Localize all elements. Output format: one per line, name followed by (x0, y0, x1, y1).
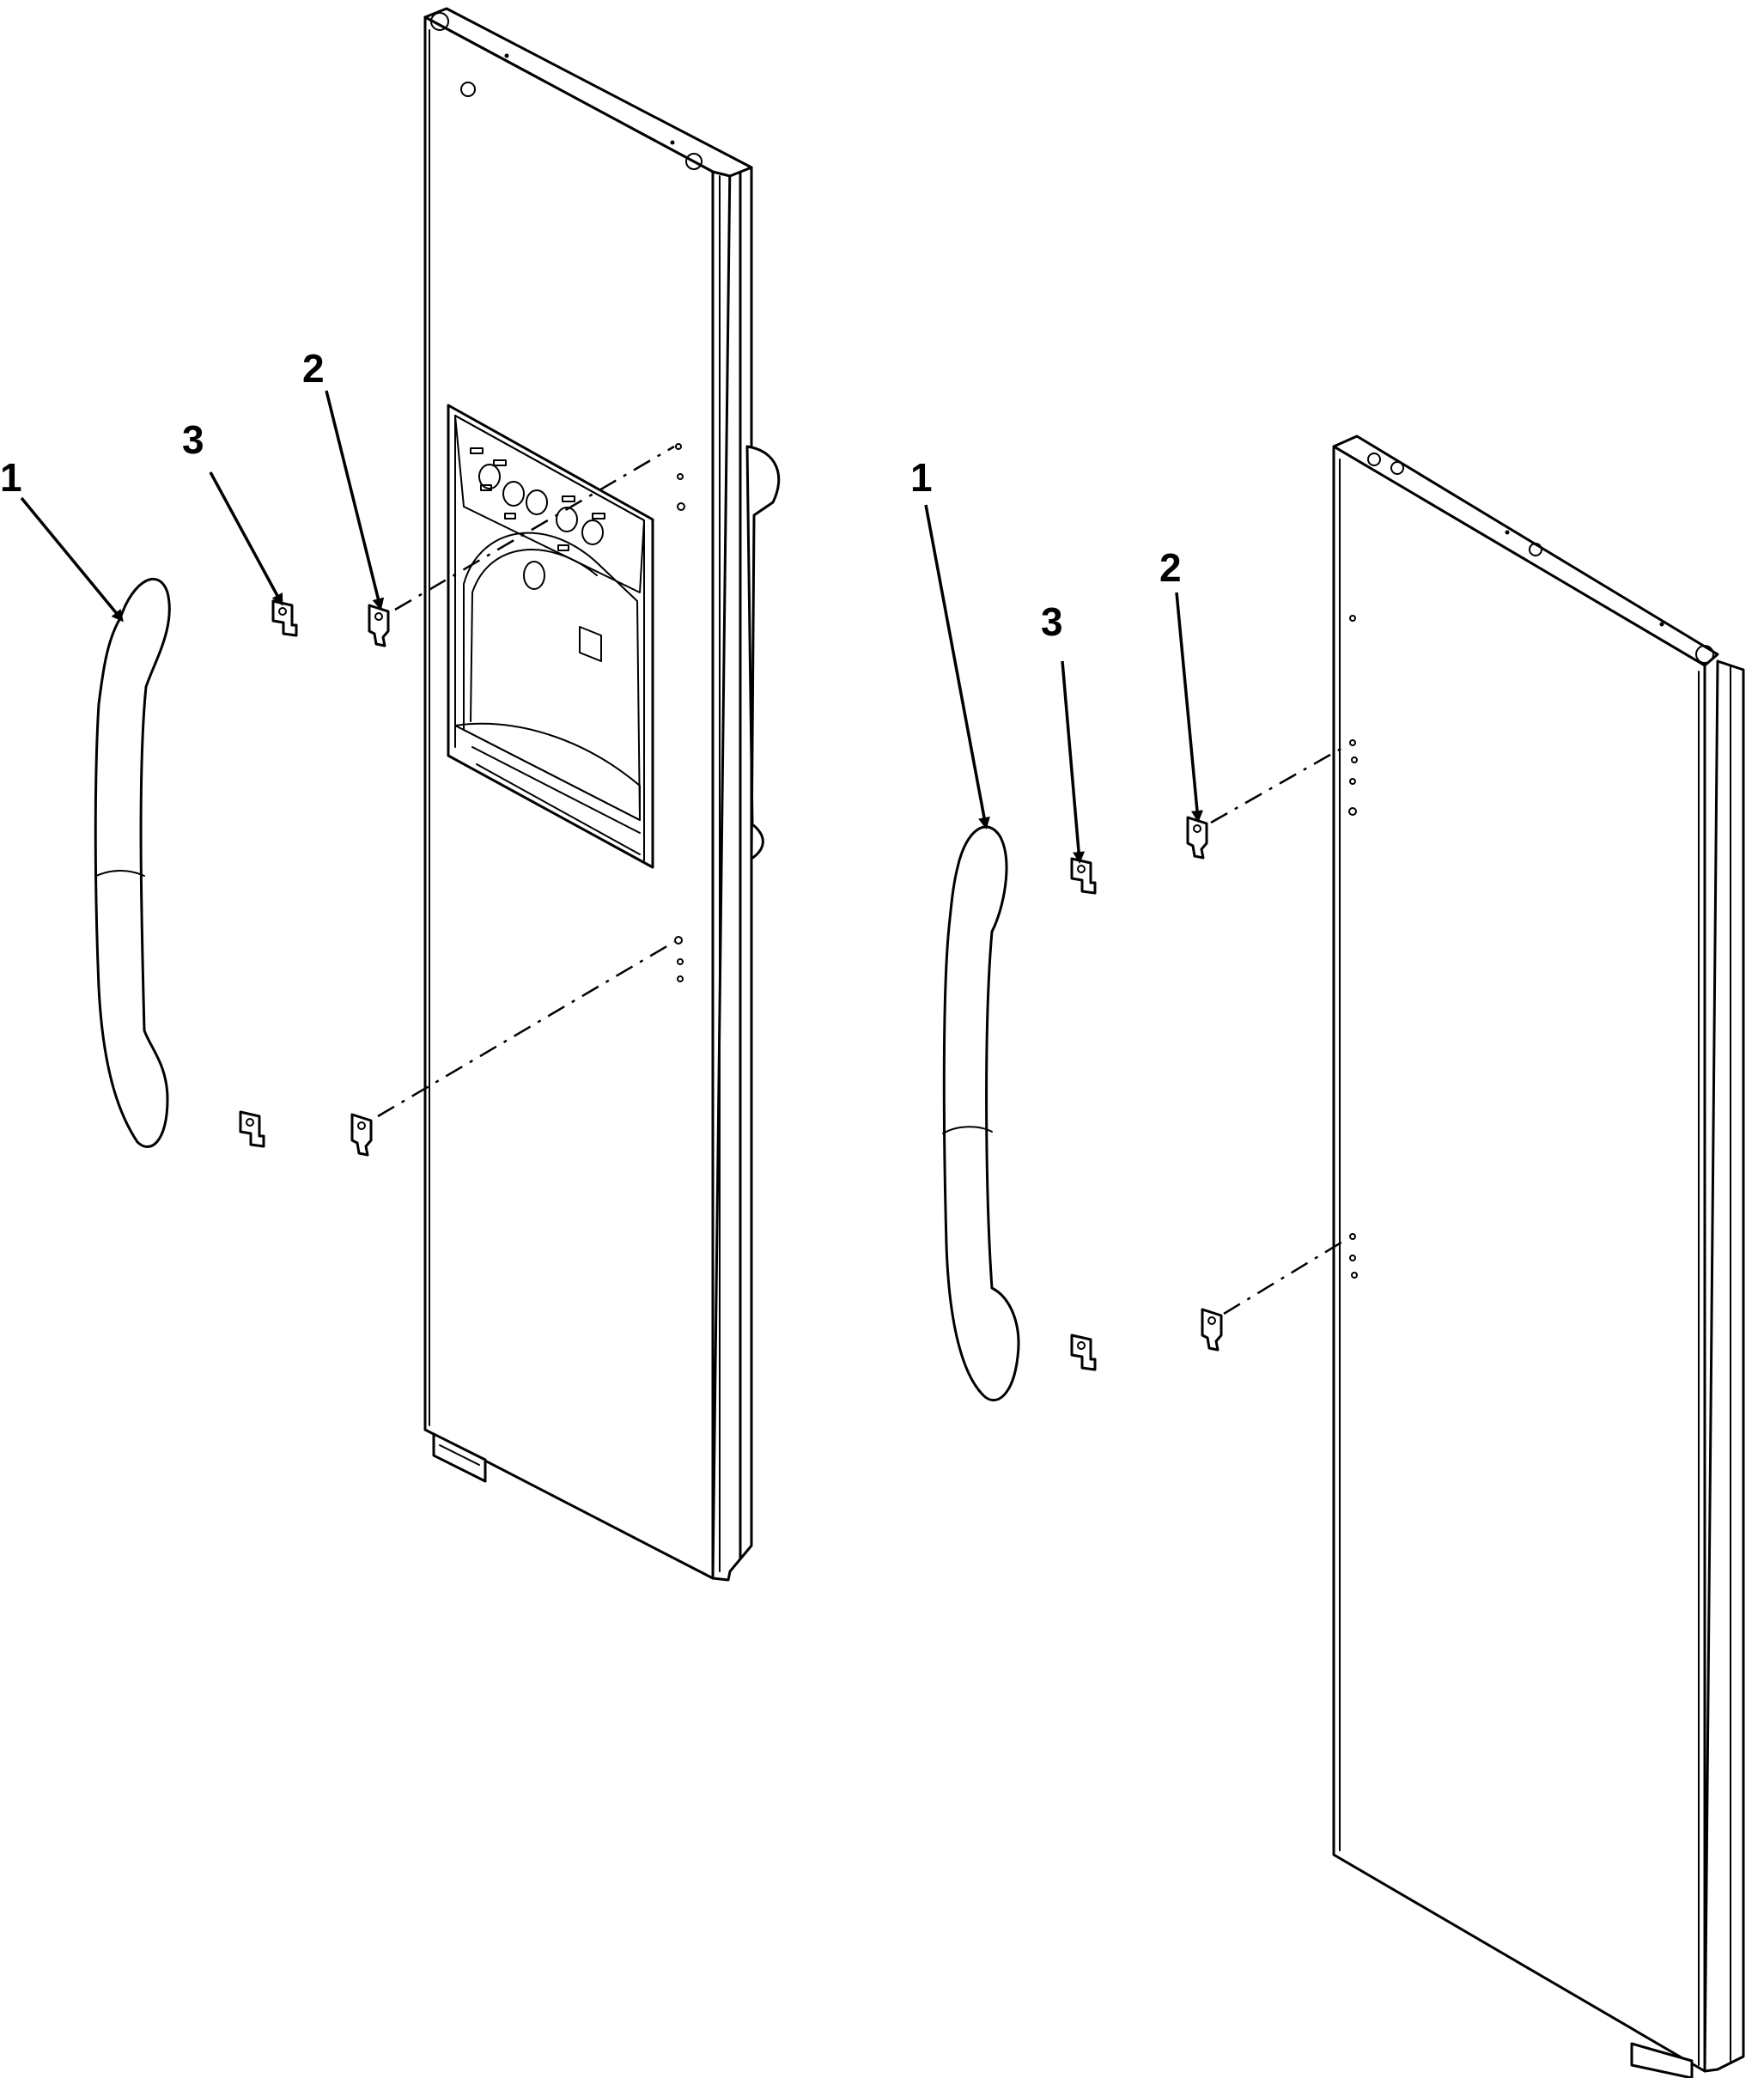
right-lower-leader-dashed (1223, 1236, 1349, 1315)
left-callout-2-arrow (325, 390, 385, 611)
left-callout-1-arrow (20, 496, 124, 623)
right-upper-leader-dashed (1210, 743, 1349, 824)
right-door (1332, 434, 1745, 2078)
right-handle (942, 825, 1020, 1401)
right-callout-3: 3 (1041, 599, 1063, 644)
right-lower-clip-2 (1201, 1308, 1223, 1352)
left-upper-clip-3 (271, 599, 298, 637)
right-lower-clip-3 (1070, 1334, 1097, 1371)
left-upper-leader-dashed (394, 445, 675, 611)
left-callout-1: 1 (0, 455, 22, 500)
left-lower-leader-dashed (377, 940, 675, 1118)
right-callout-1: 1 (910, 455, 933, 500)
left-lower-clip-3 (239, 1110, 265, 1148)
left-lower-clip-2 (350, 1113, 373, 1157)
left-upper-clip-2 (368, 604, 390, 647)
left-handle (94, 577, 171, 1148)
left-door-mounting-holes (674, 443, 685, 982)
left-callout-3: 3 (182, 417, 204, 462)
left-callout-3-arrow (209, 471, 283, 606)
left-callout-2: 2 (302, 346, 325, 391)
right-callout-2: 2 (1159, 545, 1182, 590)
right-upper-clip-2 (1186, 816, 1208, 860)
right-callout-1-arrow (924, 504, 990, 829)
right-upper-clip-3 (1070, 857, 1097, 895)
dispenser-panel (447, 404, 654, 869)
right-callout-3-arrow (1061, 660, 1086, 864)
right-door-mounting-holes (1348, 615, 1358, 1279)
right-callout-2-arrow (1175, 592, 1203, 823)
